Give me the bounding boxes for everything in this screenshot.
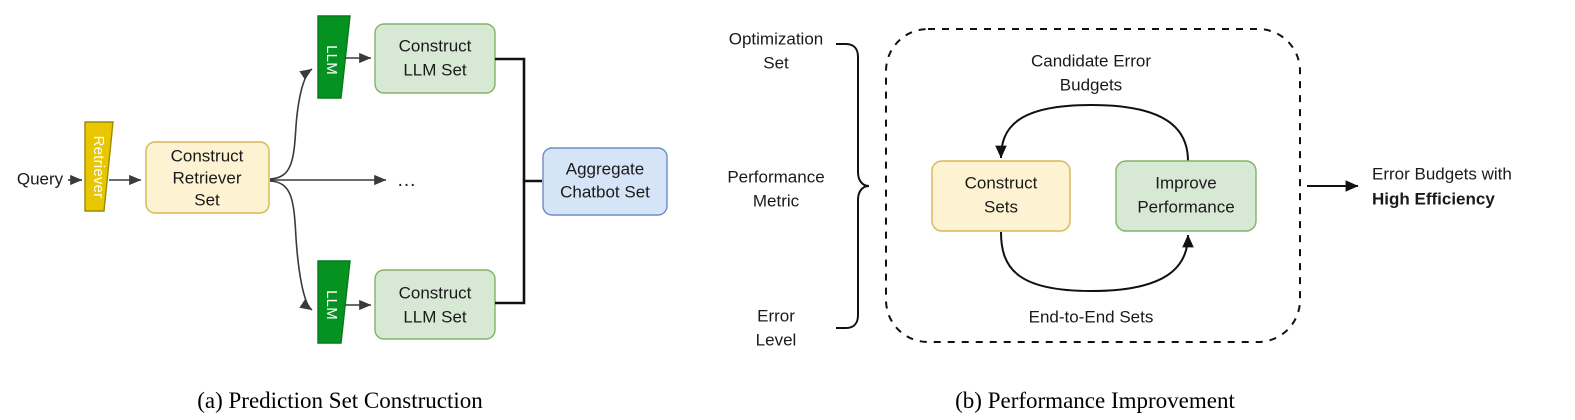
caption-panel-a: (a) Prediction Set Construction: [197, 388, 483, 413]
input-optimization-set-line1: Optimization: [729, 29, 823, 48]
llm-bottom-shape[interactable]: [317, 260, 351, 344]
aggregate-chatbot-set-box[interactable]: [542, 147, 668, 216]
retriever-shape[interactable]: [84, 121, 114, 212]
candidate-error-budgets-line1: Candidate Error: [1031, 51, 1151, 70]
improve-performance-box[interactable]: [1115, 160, 1257, 232]
llm-bottom-label: LLM: [323, 290, 340, 320]
input-performance-metric-line1: Performance: [727, 167, 824, 186]
end-to-end-sets-label: End-to-End Sets: [1029, 307, 1154, 326]
retriever-label: Retriever: [90, 136, 107, 199]
construct-retriever-set-line1: Construct: [171, 146, 244, 165]
input-optimization-set-line2: Set: [763, 53, 789, 72]
branch-ellipsis: ...: [398, 170, 417, 191]
input-error-level-line1: Error: [757, 306, 795, 325]
caption-panel-b: (b) Performance Improvement: [955, 388, 1235, 413]
input-error-level-line2: Level: [756, 330, 797, 349]
construct-llm-set-top-box[interactable]: [374, 23, 496, 94]
construct-llm-set-bottom-line2: LLM Set: [403, 307, 467, 326]
construct-sets-box[interactable]: [931, 160, 1071, 232]
aggregate-chatbot-set-line2: Chatbot Set: [560, 182, 650, 201]
construct-retriever-set-line3: Set: [194, 190, 220, 209]
construct-retriever-set-box[interactable]: [145, 141, 270, 214]
construct-llm-set-bottom-line1: Construct: [399, 283, 472, 302]
candidate-error-budgets-line2: Budgets: [1060, 75, 1122, 94]
cycle-arrow-top: [995, 103, 1189, 162]
query-input-label: Query: [17, 169, 64, 188]
llm-top-label: LLM: [323, 45, 340, 75]
construct-llm-set-top-line1: Construct: [399, 36, 472, 55]
arrow-branch-bottom: [269, 180, 313, 311]
process-container-dashed-box: [885, 28, 1301, 343]
arrow-branch-top: [269, 68, 313, 180]
construct-llm-set-bottom-box[interactable]: [374, 269, 496, 340]
cycle-arrow-bottom: [1000, 231, 1194, 293]
improve-performance-line2: Performance: [1137, 197, 1234, 216]
input-curly-bracket: [836, 43, 870, 329]
llm-top-shape[interactable]: [317, 15, 351, 99]
construct-llm-set-top-line2: LLM Set: [403, 60, 467, 79]
merge-bracket: [495, 57, 526, 305]
input-performance-metric-line2: Metric: [753, 191, 800, 210]
construct-sets-line1: Construct: [965, 173, 1038, 192]
output-label-line2: High Efficiency: [1372, 189, 1495, 208]
output-label-line1: Error Budgets with: [1372, 164, 1512, 183]
improve-performance-line1: Improve: [1155, 173, 1216, 192]
panel-a: Query Retriever Construct Retriever Set …: [17, 15, 668, 413]
construct-retriever-set-line2: Retriever: [173, 168, 242, 187]
construct-sets-line2: Sets: [984, 197, 1018, 216]
aggregate-chatbot-set-line1: Aggregate: [566, 159, 644, 178]
panel-b: Optimization Set Performance Metric Erro…: [727, 28, 1512, 413]
